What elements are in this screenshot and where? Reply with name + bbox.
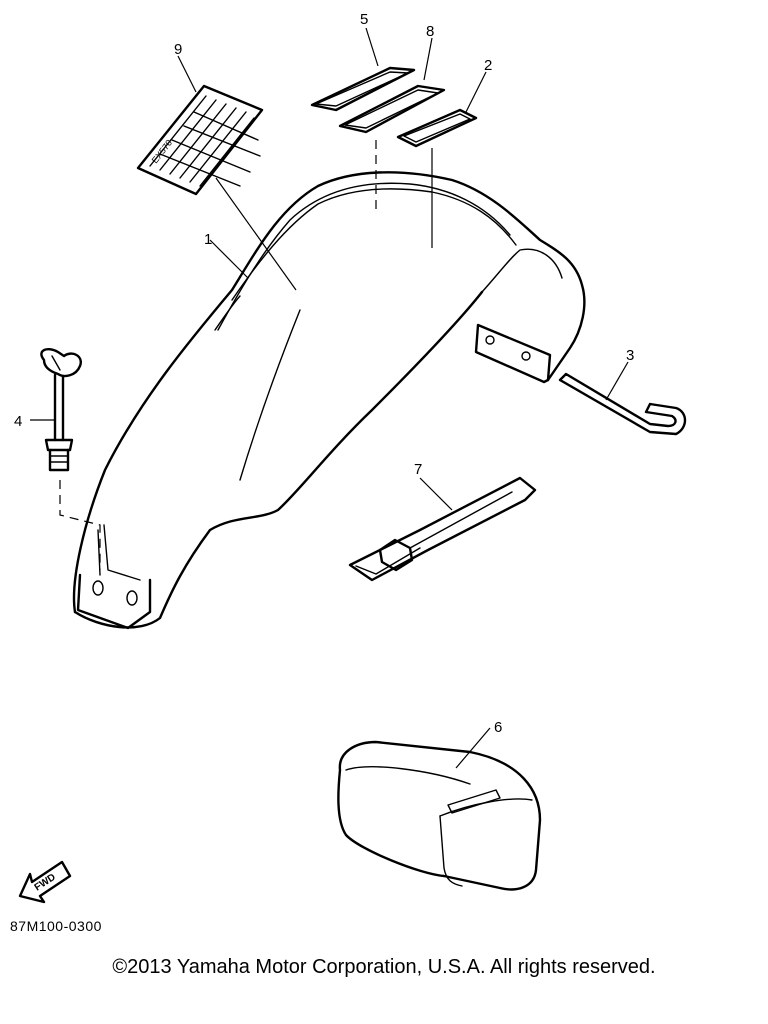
strap-part-7 [348,476,537,582]
callout-4: 4 [14,413,22,430]
leader-lines [30,27,629,769]
decal-text: EX570 [150,138,175,165]
hook-rod-part-3 [558,372,687,436]
copyright-notice: ©2013 Yamaha Motor Corporation, U.S.A. A… [112,956,656,978]
callout-labels: 1 2 3 4 5 6 7 8 9 [14,11,634,736]
callout-2: 2 [484,57,492,74]
decal-part-8 [338,84,446,134]
grid-decal-part-9: EX570 [136,84,264,196]
diagram-code: 87M100-0300 [10,918,102,934]
callout-3: 3 [626,347,634,364]
callout-7: 7 [414,461,422,478]
callout-5: 5 [360,11,368,28]
fwd-arrow-icon: FWD [18,860,72,904]
bag-part-6 [337,740,542,891]
decal-part-5 [310,66,416,112]
callout-1: 1 [204,231,212,248]
callout-9: 9 [174,41,182,58]
wing-bolt-part-4 [40,348,82,472]
callout-6: 6 [494,719,502,736]
decal-part-2 [396,108,478,148]
fwd-arrow-label: FWD [33,872,58,894]
callout-8: 8 [426,23,434,40]
rear-fender-part [72,171,586,630]
